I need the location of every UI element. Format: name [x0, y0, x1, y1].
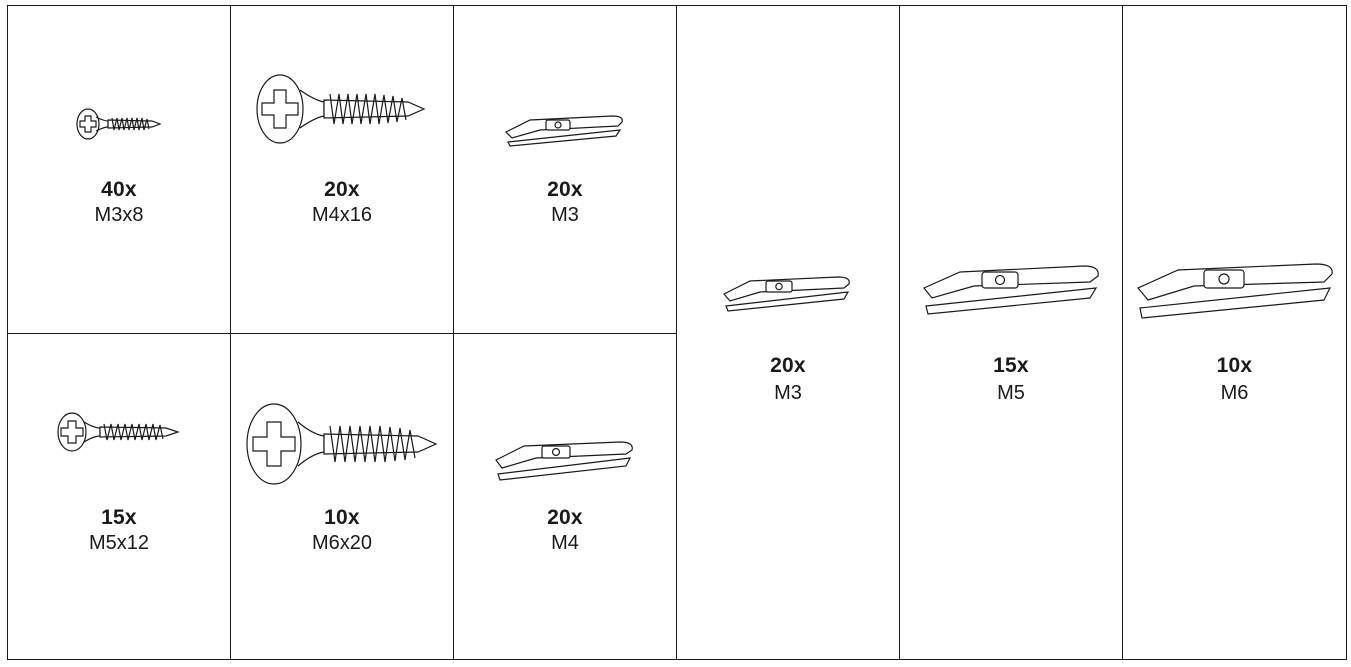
part-quantity: 20x	[547, 506, 583, 529]
part-size: M5	[997, 382, 1025, 404]
spring-clip-icon	[923, 265, 1099, 315]
part-cell-m4-clip: 20x M4	[454, 334, 677, 659]
spring-clip-icon	[723, 276, 850, 312]
part-cell-m6x20-screw: 10x M6x20	[231, 334, 454, 659]
part-size: M5x12	[88, 532, 150, 554]
screw-icon	[76, 108, 162, 140]
part-cell-m6-clip: 10x M6	[1123, 6, 1346, 659]
part-cell-m3x8-screw: 40x M3x8	[8, 6, 231, 334]
part-quantity: 10x	[324, 506, 360, 529]
part-cell-m5x12-screw: 15x M5x12	[8, 334, 231, 659]
part-quantity: 40x	[101, 178, 137, 201]
part-size: M4x16	[311, 204, 373, 226]
part-cell-m4x16-screw: 20x M4x16	[231, 6, 454, 334]
part-quantity: 10x	[1216, 354, 1253, 377]
part-size: M3	[551, 204, 579, 226]
spring-clip-icon	[1136, 263, 1333, 319]
spring-clip-icon	[504, 115, 623, 147]
spring-clip-icon	[495, 441, 633, 481]
part-cell-m3-clip: 20x M3	[454, 6, 677, 334]
part-size: M3	[774, 382, 802, 404]
screw-icon	[57, 412, 180, 452]
part-size: M4	[551, 532, 579, 554]
part-quantity: 20x	[324, 178, 360, 201]
part-quantity: 20x	[547, 178, 583, 201]
part-quantity: 15x	[993, 354, 1029, 377]
parts-sheet: 40x M3x8 15x M5x12 20x M4x16	[7, 5, 1347, 660]
part-quantity: 20x	[770, 354, 806, 377]
screw-icon	[246, 403, 438, 485]
part-cell-m3-clip-large: 20x M3	[677, 6, 900, 659]
screw-icon	[256, 74, 426, 144]
part-quantity: 15x	[101, 506, 137, 529]
part-size: M3x8	[94, 204, 144, 226]
part-cell-m5-clip: 15x M5	[900, 6, 1123, 659]
part-size: M6	[1220, 382, 1249, 404]
part-size: M6x20	[311, 532, 373, 554]
